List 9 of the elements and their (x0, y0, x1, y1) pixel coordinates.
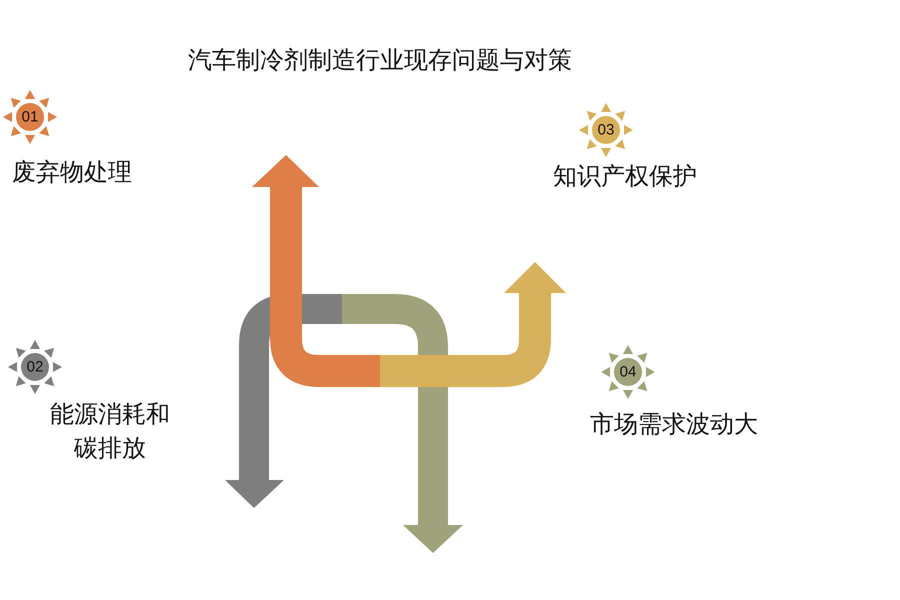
title: 汽车制冷剂制造行业现存问题与对策 (187, 46, 573, 76)
topic-label: 知识产权保护 (553, 162, 697, 192)
step-number: 03 (598, 122, 614, 138)
topic-label: 市场需求波动大 (590, 410, 758, 440)
step-number: 01 (22, 108, 38, 126)
step-number: 04 (620, 364, 636, 380)
topic-label: 废弃物处理 (12, 158, 132, 188)
topic-label: 能源消耗和碳排放 (49, 401, 171, 464)
step-number: 02 (26, 358, 44, 376)
